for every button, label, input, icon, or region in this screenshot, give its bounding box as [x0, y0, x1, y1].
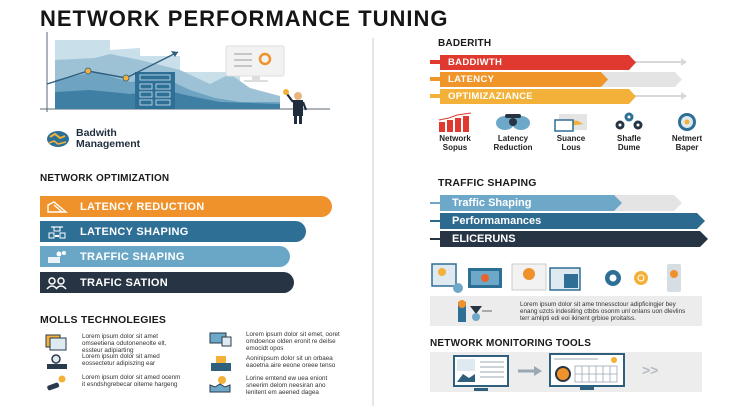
bar-label: OPTIMIZAZIANCE	[448, 91, 533, 102]
opt-bar-traffic-shaping[interactable]: TRAFFIC SHAPING	[40, 246, 290, 267]
globe-transfer-icon	[47, 131, 69, 147]
badge-line-2: Management	[76, 138, 141, 150]
page-title: NETWORK PERFORMANCE TUNING	[40, 6, 449, 31]
column-divider	[372, 38, 374, 406]
traffic-shaping-heading: TRAFFIC SHAPING	[438, 177, 537, 189]
tech-item: Lorine emtend ew uea eniont sneerim delo…	[208, 375, 346, 396]
tech-item: Aoninipsum dolor sit un orbaea eaoetna a…	[208, 355, 346, 373]
network-nodes-icon	[615, 112, 643, 130]
tech-item: Lorem ipsum dolor sit emet, ooret omdoen…	[208, 331, 346, 352]
network-diagram-icon	[46, 200, 68, 214]
bar-label: Performamances	[452, 215, 542, 227]
money-box-icon	[211, 356, 231, 371]
bar-label: LATENCY	[448, 74, 495, 85]
router-hub-icon	[496, 114, 530, 130]
desktop-computers-icon	[209, 332, 232, 347]
traffic-bar-traffic-shaping[interactable]: Traffic Shaping	[430, 195, 692, 211]
baderith-bar-optimization[interactable]: OPTIMIZAZIANCE	[430, 89, 690, 103]
opt-bar-trafic-sation[interactable]: TRAFIC SATION	[40, 272, 294, 293]
traffic-description-text: Lorem ipsum dolor sit ame tnnessctour ad…	[520, 300, 686, 322]
baderith-bar-bandwidth[interactable]: BADDIWTH	[430, 55, 690, 69]
opt-bar-latency-reduction[interactable]: LATENCY REDUCTION	[40, 196, 332, 217]
bar-label: BADDIWTH	[448, 57, 503, 68]
monitoring-workflow-illustration	[453, 353, 625, 391]
monitoring-tools-heading: NETWORK MONITORING TOOLS	[430, 338, 592, 349]
bandwidth-chart-illustration	[40, 32, 330, 124]
tech-item-text: Lorem ipsum dolor sit amet omseetiena od…	[82, 333, 167, 354]
tech-item-text: Lorem ipsum dolor sit amed eossectetur a…	[82, 353, 160, 367]
devices-illustration	[431, 263, 681, 293]
tech-item: Lorem ipsum dolor sit amed eossectetur a…	[44, 353, 182, 371]
people-laptop-icon	[46, 250, 68, 264]
server-rack-icon	[46, 225, 68, 239]
tech-item-text: Lorem ipsum dolor sit emet, ooret omdoen…	[246, 331, 340, 352]
monitoring-tools-panel: >>	[430, 352, 702, 392]
bar-chart-growth-icon	[438, 112, 472, 132]
opt-bar-label: LATENCY REDUCTION	[80, 200, 205, 213]
user-desk-icon	[47, 354, 67, 369]
traffic-description-box: Lorem ipsum dolor sit ame tnnessctour ad…	[430, 296, 702, 326]
molls-technologies-heading: MOLLS TECHNOLEGIES	[40, 314, 167, 326]
monitor-cloud-icon	[554, 114, 587, 132]
gear-network-icon	[678, 113, 696, 131]
baderith-bar-latency[interactable]: LATENCY	[430, 72, 690, 86]
tech-item-text: Lorem ipsum dolor sit amed ocenm it esnd…	[82, 374, 181, 388]
tech-item: Lorem ipsum dolor sit amed ocenm it esnd…	[44, 374, 182, 392]
opt-bar-label: TRAFFIC SHAPING	[80, 250, 185, 263]
baderith-heading: BADERITH	[438, 38, 492, 49]
traffic-bar-eliceruns[interactable]: ELICERUNS	[430, 231, 700, 247]
network-optimization-heading: NETWORK OPTIMIZATION	[40, 173, 170, 184]
bar-label: Traffic Shaping	[452, 197, 532, 209]
opt-bar-label: LATENCY SHAPING	[80, 225, 189, 238]
opt-bar-label: TRAFIC SATION	[80, 276, 169, 289]
cityscape-coin-icon	[209, 376, 231, 393]
badge-line-1: Badwith	[76, 127, 117, 139]
satellite-sun-icon	[47, 375, 66, 391]
tech-item-text: Lorine emtend ew uea eniont sneerim delo…	[246, 375, 328, 396]
documents-stack-icon	[45, 334, 67, 351]
traffic-bar-performances[interactable]: Performamances	[430, 213, 700, 229]
opt-bar-latency-shaping[interactable]: LATENCY SHAPING	[40, 221, 306, 242]
users-group-icon	[46, 276, 68, 290]
tech-item-text: Aoninipsum dolor sit un orbaea eaoetna a…	[246, 355, 336, 369]
bandwidth-management-badge: Badwith Management	[46, 128, 140, 150]
tech-item: Lorem ipsum dolor sit amet omseetiena od…	[44, 333, 182, 354]
next-arrows-icon: >>	[642, 362, 659, 378]
filter-flow-icon	[458, 300, 492, 322]
bar-label: ELICERUNS	[452, 233, 516, 245]
